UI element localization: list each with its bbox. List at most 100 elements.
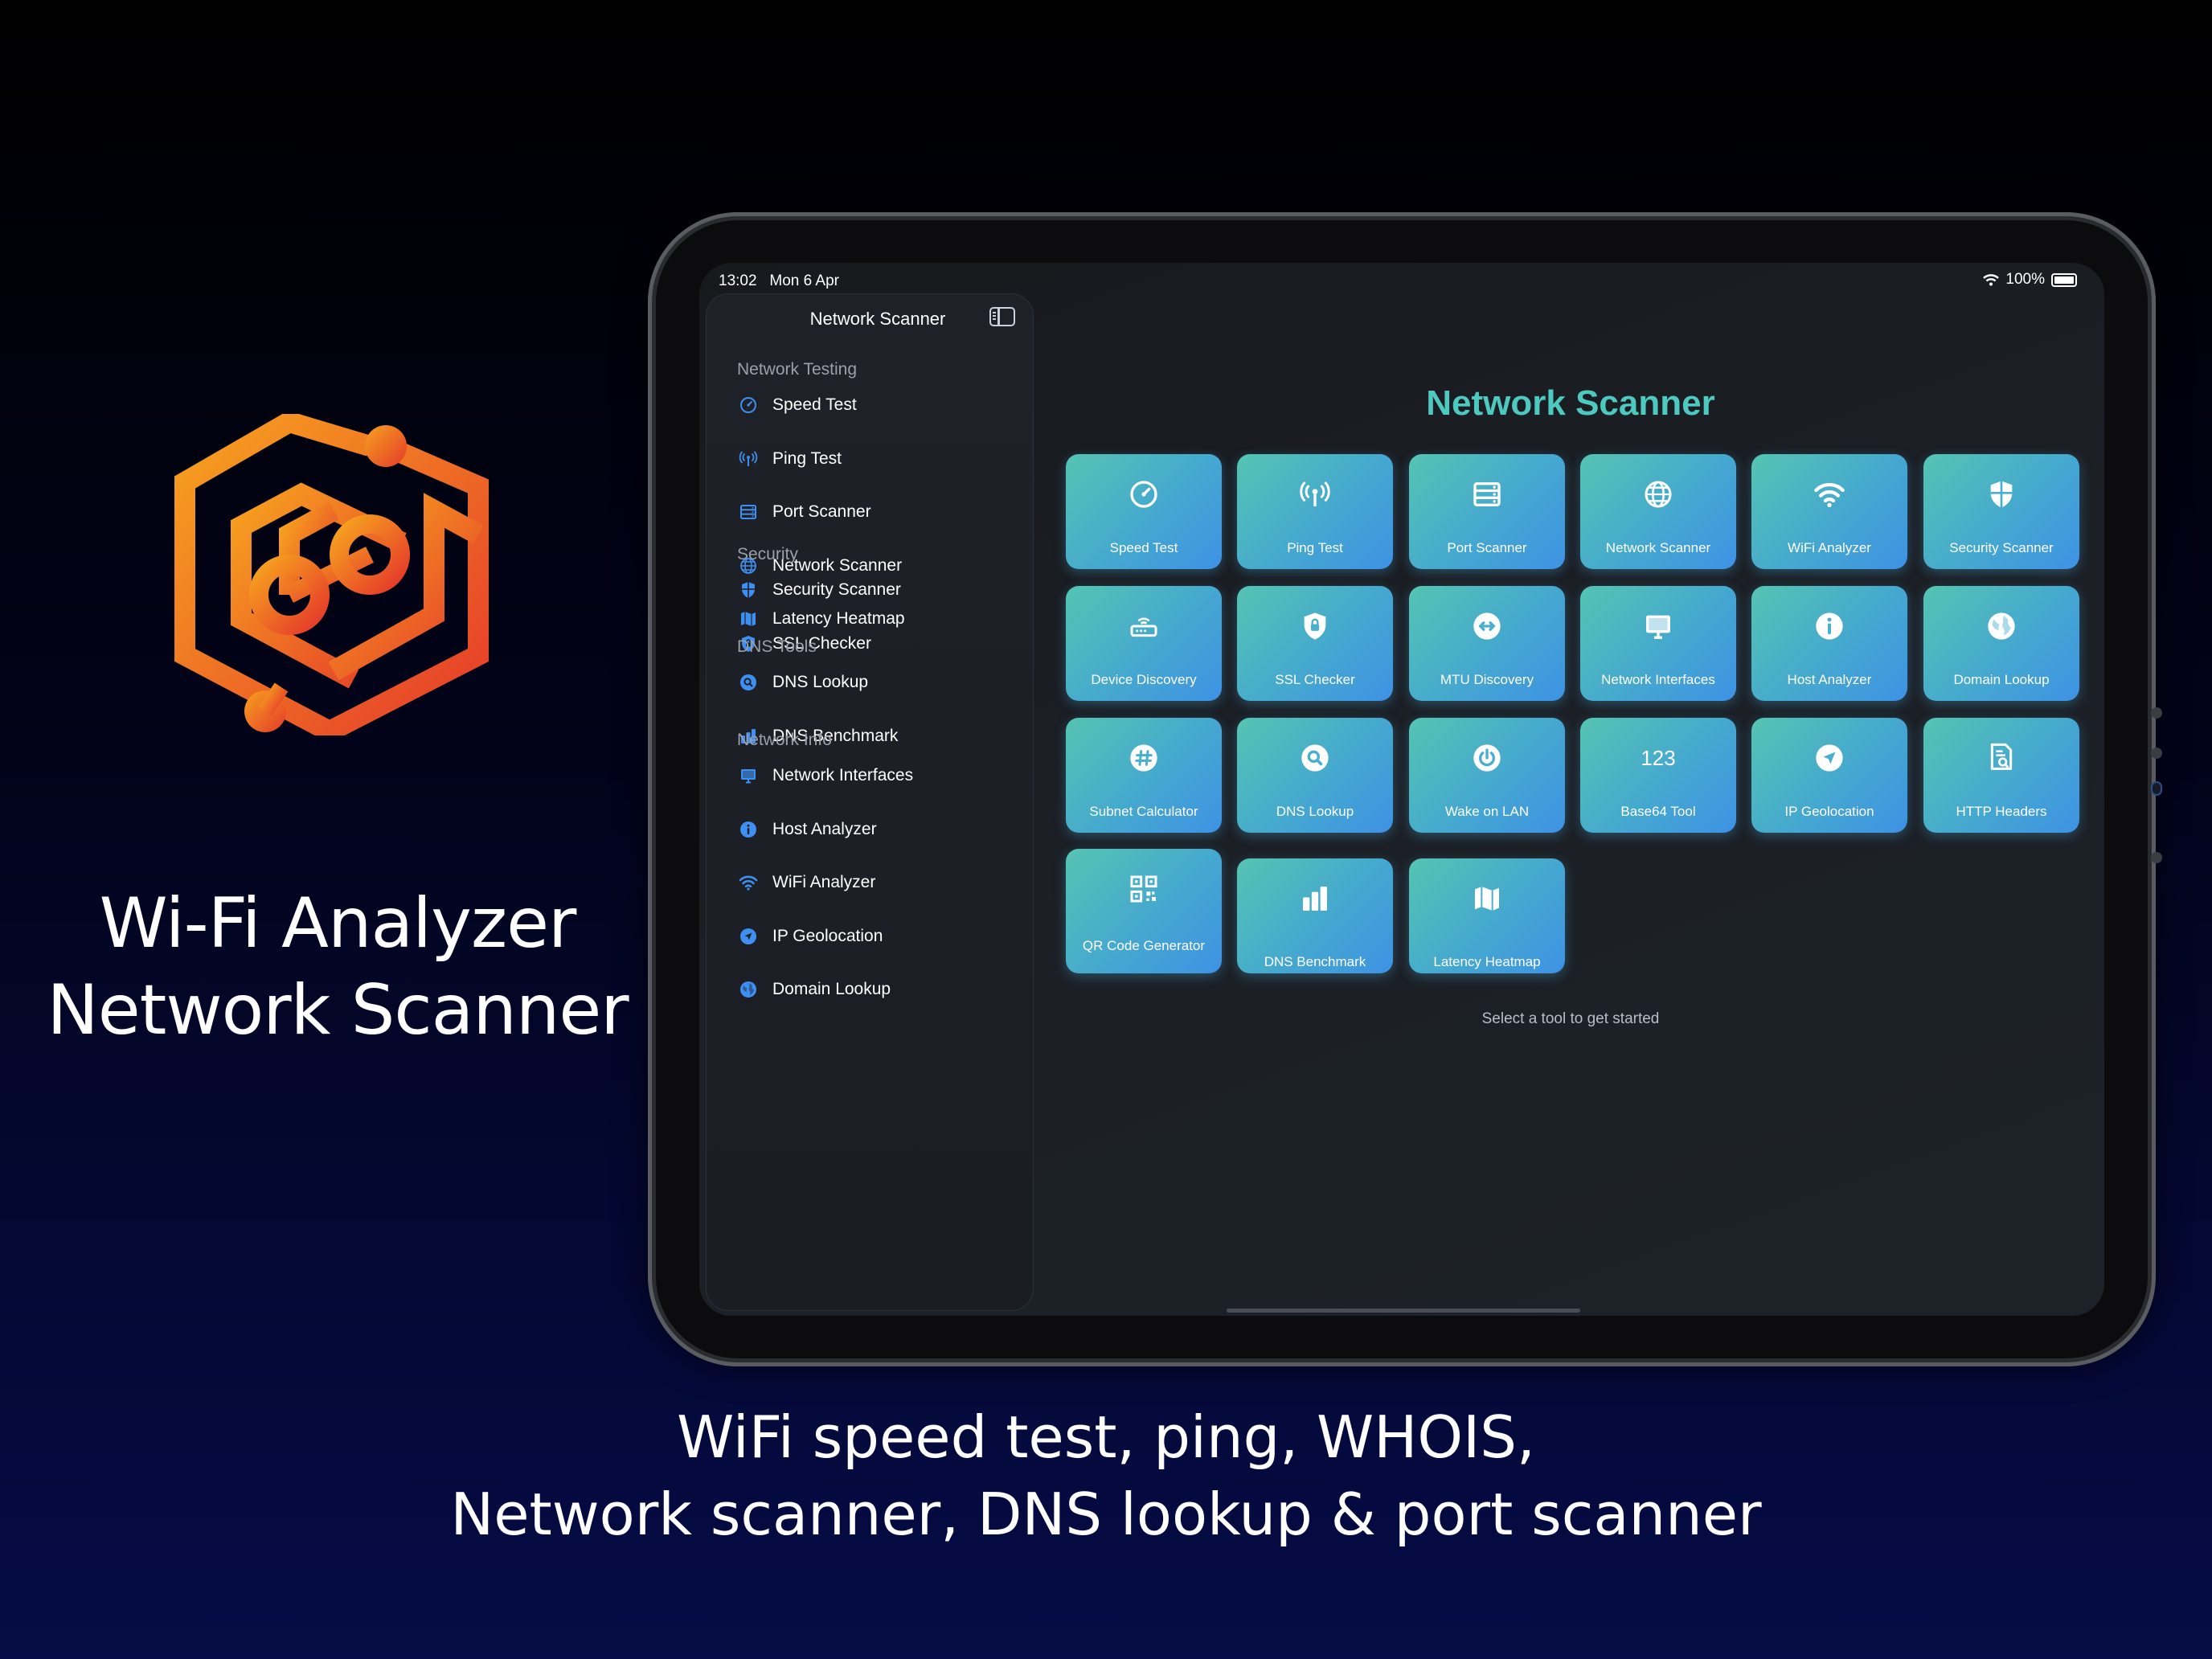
tool-tile-label: Latency Heatmap	[1433, 954, 1541, 969]
sidebar-item-ssl-checker[interactable]: SSL Checker	[739, 628, 871, 660]
sidebar-title: Network Scanner	[809, 309, 946, 329]
tool-tile-label: DNS Benchmark	[1264, 954, 1366, 969]
antenna-icon	[739, 450, 758, 466]
camera-dot	[2151, 781, 2162, 796]
wifi-icon	[739, 875, 758, 891]
arrows-circle-icon	[1473, 612, 1501, 640]
info-icon	[740, 821, 756, 838]
sidebar-item-port-scanner[interactable]: Port Scanner	[739, 496, 871, 528]
sidebar-item-label: Speed Test	[772, 395, 857, 414]
sidebar-item-ping-test[interactable]: Ping Test	[739, 443, 842, 475]
sidebar-item-label: Ping Test	[772, 449, 842, 468]
status-bar-right: 100%	[1983, 271, 2077, 289]
tool-tile-ip-geolocation[interactable]: IP Geolocation	[1751, 718, 1907, 833]
hash-icon	[1130, 744, 1157, 772]
tool-tile-label: MTU Discovery	[1440, 672, 1534, 687]
globe-filled-icon	[1988, 612, 2015, 640]
sidebar-item-domain-lookup[interactable]: Domain Lookup	[739, 973, 891, 1006]
info-icon	[1816, 612, 1843, 640]
tool-tile-domain-lookup[interactable]: Domain Lookup	[1923, 586, 2079, 701]
tool-tile-label: QR Code Generator	[1082, 938, 1206, 953]
sidebar-item-wifi-analyzer[interactable]: WiFi Analyzer	[739, 866, 875, 899]
volume-button	[2151, 748, 2162, 759]
speedometer-icon	[1130, 481, 1157, 508]
tool-tile-label: DNS Lookup	[1276, 804, 1354, 819]
tool-tile-host-analyzer[interactable]: Host Analyzer	[1751, 586, 1907, 701]
sidebar-item-label: WiFi Analyzer	[772, 873, 876, 891]
tagline-line-2: Network scanner, DNS lookup & port scann…	[450, 1481, 1762, 1548]
tool-tile-network-interfaces[interactable]: Network Interfaces	[1580, 586, 1736, 701]
tool-tile-subnet-calculator[interactable]: Subnet Calculator	[1066, 718, 1222, 833]
tool-tile-latency-heatmap[interactable]: Latency Heatmap	[1409, 858, 1565, 973]
sidebar-item-label: Host Analyzer	[772, 819, 877, 838]
tool-tile-dns-benchmark[interactable]: DNS Benchmark	[1237, 858, 1393, 973]
tool-tile-wake-on-lan[interactable]: Wake on LAN	[1409, 718, 1565, 833]
tool-tile-qr-code-generator[interactable]: QR Code Generator	[1066, 849, 1222, 973]
tool-tile-http-headers[interactable]: HTTP Headers	[1923, 718, 2079, 833]
globe-icon	[1645, 481, 1672, 508]
headline: Wi-Fi Analyzer Network Scanner	[16, 880, 659, 1054]
sidebar-item-security-scanner[interactable]: Security Scanner	[739, 574, 901, 606]
tool-tile-wifi-analyzer[interactable]: WiFi Analyzer	[1751, 454, 1907, 569]
tool-tile-label: Network Scanner	[1605, 540, 1711, 555]
headline-line-2: Network Scanner	[47, 970, 629, 1051]
tool-tile-ping-test[interactable]: Ping Test	[1237, 454, 1393, 569]
sidebar-item-dns-benchmark[interactable]: DNS Benchmark	[739, 720, 898, 752]
sidebar-item-label: Port Scanner	[772, 502, 871, 521]
tool-tile-label: HTTP Headers	[1956, 804, 2047, 819]
speedometer-icon	[740, 397, 756, 413]
magnifier-circle-icon	[740, 674, 756, 690]
power-icon	[1473, 744, 1501, 772]
sidebar-item-dns-lookup[interactable]: DNS Lookup	[739, 666, 868, 698]
map-icon	[741, 612, 756, 626]
sensor-dot	[2151, 852, 2162, 863]
globe-icon	[740, 557, 756, 574]
tool-tile-mtu-discovery[interactable]: MTU Discovery	[1409, 586, 1565, 701]
shield-icon	[742, 582, 755, 598]
server-rack-icon	[1473, 482, 1501, 506]
bar-chart-icon	[741, 728, 756, 743]
sidebar-item-label: SSL Checker	[772, 633, 871, 653]
battery-percent: 100%	[2005, 271, 2045, 288]
bar-chart-icon	[1303, 887, 1327, 911]
globe-filled-icon	[740, 981, 756, 997]
sidebar-item-host-analyzer[interactable]: Host Analyzer	[739, 813, 877, 846]
tool-tile-dns-lookup[interactable]: DNS Lookup	[1237, 718, 1393, 833]
lock-shield-icon	[1304, 612, 1326, 640]
sidebar-item-speed-test[interactable]: Speed Test	[739, 389, 857, 421]
hexagon-network-logo-icon	[174, 414, 489, 735]
battery-icon	[2051, 272, 2077, 287]
tool-tile-device-discovery[interactable]: Device Discovery	[1066, 586, 1222, 701]
headline-line-1: Wi-Fi Analyzer	[99, 883, 577, 964]
wifi-icon	[1814, 482, 1845, 507]
sidebar-section-header: Network Testing	[737, 360, 858, 379]
tool-tile-label: WiFi Analyzer	[1788, 540, 1871, 555]
status-time: 13:02	[719, 272, 757, 289]
sidebar-toggle-icon[interactable]	[989, 307, 1015, 326]
tool-tile-label: Device Discovery	[1091, 672, 1197, 687]
home-indicator	[1227, 1309, 1580, 1313]
sidebar-item-ip-geolocation[interactable]: IP Geolocation	[739, 920, 883, 952]
wifi-status-icon	[1983, 273, 2000, 285]
tool-tile-label: Base64 Tool	[1620, 804, 1696, 819]
sidebar-item-latency-heatmap[interactable]: Latency Heatmap	[739, 603, 905, 635]
tool-tile-label: Host Analyzer	[1787, 672, 1872, 687]
tool-tile-label: Ping Test	[1287, 540, 1343, 555]
tagline: WiFi speed test, ping, WHOIS, Network sc…	[0, 1399, 2212, 1553]
volume-button	[2151, 707, 2162, 719]
tool-tile-ssl-checker[interactable]: SSL Checker	[1237, 586, 1393, 701]
sidebar-item-network-scanner[interactable]: Network Scanner	[739, 550, 902, 582]
tool-tile-port-scanner[interactable]: Port Scanner	[1409, 454, 1565, 569]
sidebar-item-network-interfaces[interactable]: Network Interfaces	[739, 760, 913, 792]
tool-tile-security-scanner[interactable]: Security Scanner	[1923, 454, 2079, 569]
lock-shield-icon	[742, 635, 755, 652]
tool-tile-label: Port Scanner	[1447, 540, 1527, 555]
tool-tile-label: SSL Checker	[1275, 672, 1355, 687]
tool-tile-label: Speed Test	[1109, 540, 1178, 555]
sidebar-item-label: DNS Benchmark	[772, 726, 899, 745]
tool-tile-speed-test[interactable]: Speed Test	[1066, 454, 1222, 569]
tool-tile-network-scanner[interactable]: Network Scanner	[1580, 454, 1736, 569]
sidebar-section-header: DNS Tools	[737, 637, 817, 656]
sidebar-item-label: IP Geolocation	[772, 926, 883, 945]
